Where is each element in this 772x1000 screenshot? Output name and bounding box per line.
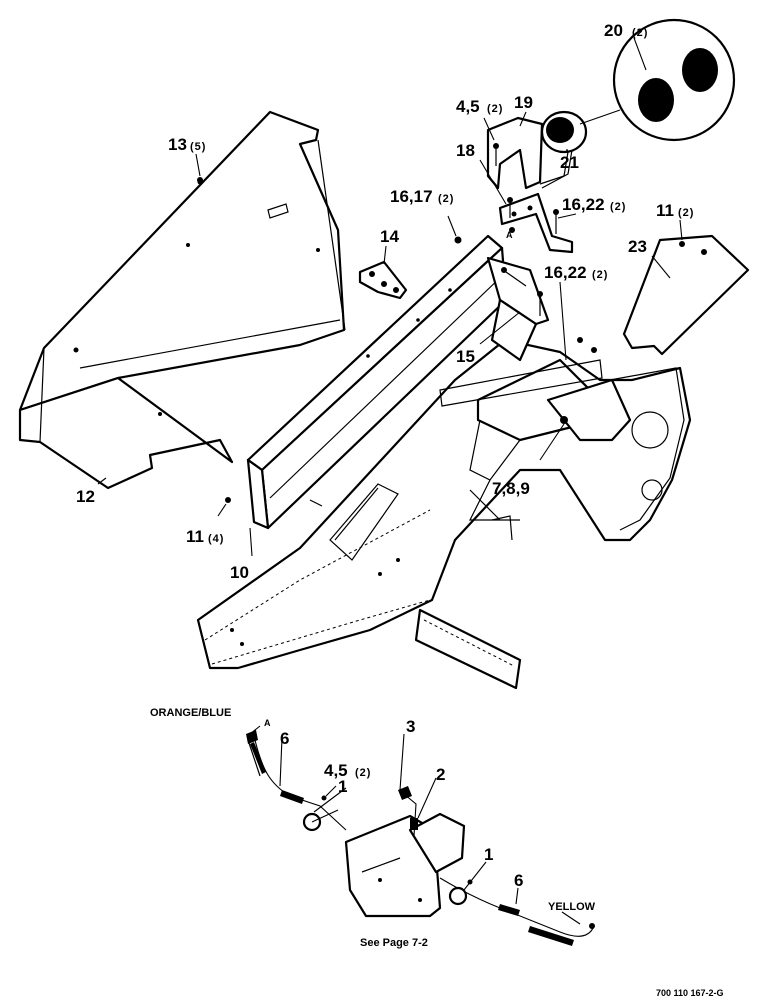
callout-11-b-qty: (4) <box>208 533 224 545</box>
callout-6-b: 6 <box>514 871 523 890</box>
see-page-note: See Page 7-2 <box>360 937 428 949</box>
wire-label-yellow: YELLOW <box>548 901 596 913</box>
drawing-number: 700 110 167-2-G <box>656 988 724 998</box>
lamp-21 <box>539 110 588 189</box>
wiring-harness <box>246 730 595 946</box>
callout-11-a-qty: (2) <box>678 207 694 219</box>
channel-10 <box>246 234 508 530</box>
annotations: ORANGE/BLUE A YELLOW A See Page 7-2 700 … <box>150 230 724 998</box>
callout-20: 20 <box>604 21 623 40</box>
callout-6-a: 6 <box>280 729 289 748</box>
callout-2: 2 <box>436 765 445 784</box>
callout-1-b: 1 <box>484 845 493 864</box>
callout-3: 3 <box>406 717 415 736</box>
hardware <box>197 143 685 503</box>
callout-4-5-a: 4,5 <box>456 97 480 116</box>
callout-15: 15 <box>456 347 475 366</box>
bracket-18 <box>498 192 574 254</box>
callout-20-qty: (2) <box>632 27 648 39</box>
leader-lines <box>97 37 683 925</box>
callout-16-17: 16,17 <box>390 187 433 206</box>
callout-10: 10 <box>230 563 249 582</box>
callout-11-b: 11 <box>186 527 204 546</box>
callout-4-5-a-qty: (2) <box>487 103 503 115</box>
callout-7-8-9: 7,8,9 <box>492 479 530 498</box>
callout-12: 12 <box>76 487 95 506</box>
callout-14: 14 <box>380 227 399 246</box>
callout-19: 19 <box>514 93 533 112</box>
callout-16-22-a-qty: (2) <box>610 201 626 213</box>
bracket-14 <box>358 260 408 300</box>
callout-4-5-b-qty: (2) <box>355 767 371 779</box>
callout-16-22-a: 16,22 <box>562 195 605 214</box>
callout-21: 21 <box>560 153 579 172</box>
lens-inset-20 <box>579 18 736 142</box>
plate-23 <box>622 234 750 356</box>
callout-1-a: 1 <box>338 777 347 796</box>
callouts: 20 (2) 19 4,5 (2) 13 (5) 18 21 16,17 (2)… <box>76 21 694 890</box>
connector-label-a-bracket: A <box>506 230 513 240</box>
shield-panel-12 <box>18 110 346 490</box>
callout-4-5-b: 4,5 <box>324 761 348 780</box>
support-15 <box>486 256 550 362</box>
callout-11-a: 11 <box>656 201 674 220</box>
callout-16-17-qty: (2) <box>438 193 454 205</box>
wire-label-orange-blue: ORANGE/BLUE <box>150 707 231 719</box>
connector-label-a-wire: A <box>264 718 271 728</box>
callout-18: 18 <box>456 141 475 160</box>
callout-16-22-b-qty: (2) <box>592 269 608 281</box>
callout-13: 13 <box>168 135 187 154</box>
callout-23: 23 <box>628 237 647 256</box>
callout-16-22-b: 16,22 <box>544 263 587 282</box>
callout-13-qty: (5) <box>190 141 206 153</box>
